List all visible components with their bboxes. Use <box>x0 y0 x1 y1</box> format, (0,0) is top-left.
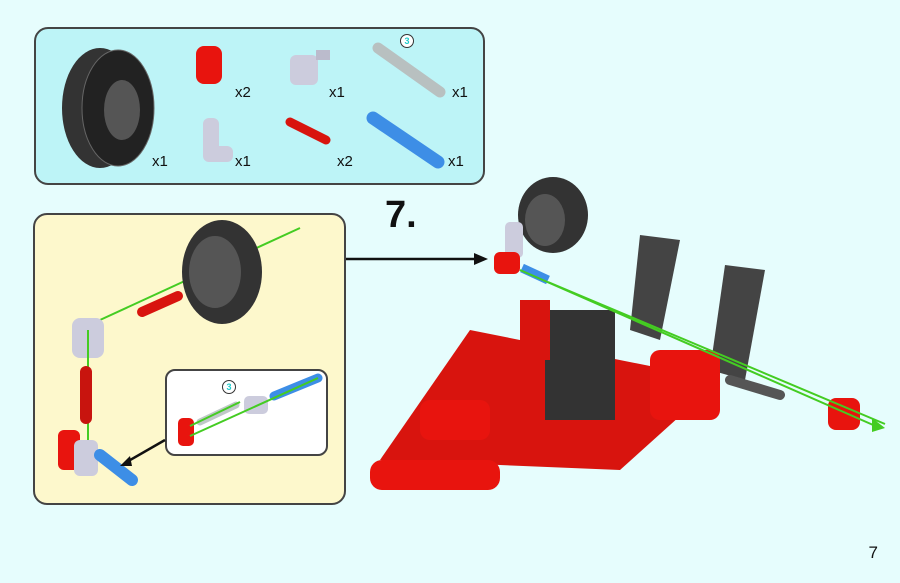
page-number: 7 <box>868 543 878 562</box>
qty-red-axle: x2 <box>337 153 353 170</box>
qty-bent-connector: x1 <box>235 153 251 170</box>
qty-gray-connector: x1 <box>329 84 345 101</box>
subassembly-drawing <box>58 220 323 486</box>
wheel-part-icon <box>62 48 155 168</box>
main-model-drawing <box>370 177 886 490</box>
step-number: 7. <box>385 194 417 236</box>
qty-gray-axle: x1 <box>452 84 468 101</box>
gray-bent-connector-part-icon <box>203 118 233 162</box>
red-connector-part-icon <box>196 46 222 84</box>
qty-wheel: x1 <box>152 153 168 170</box>
qty-blue-pin: x1 <box>448 153 464 170</box>
qty-red-connector: x2 <box>235 84 251 101</box>
subassembly-axle-length-badge: 3 <box>222 380 236 394</box>
gray-connector-part-icon <box>290 50 330 85</box>
blue-pin-part-icon <box>366 111 445 169</box>
gray-axle-part-icon <box>372 42 446 98</box>
axle-length-badge: 3 <box>400 34 414 48</box>
red-axle-part-icon <box>285 117 331 145</box>
